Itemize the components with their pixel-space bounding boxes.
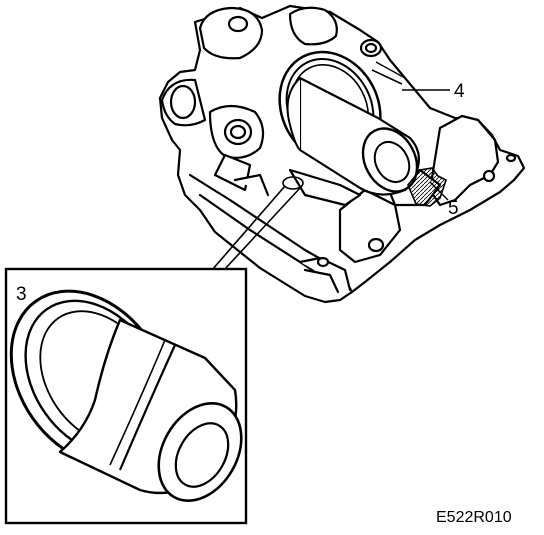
detail-leader-lines — [211, 176, 304, 271]
piston-assembly — [278, 50, 420, 196]
callout-leaders — [402, 89, 450, 201]
callout-4: 4 — [454, 81, 465, 102]
detail-box: 3 — [4, 267, 248, 525]
callout-3: 3 — [16, 284, 27, 305]
figure-code: E522R010 — [436, 509, 512, 526]
detail-seal-piston — [9, 289, 243, 502]
callout-5: 5 — [448, 198, 459, 219]
arrow-icon — [407, 167, 447, 207]
